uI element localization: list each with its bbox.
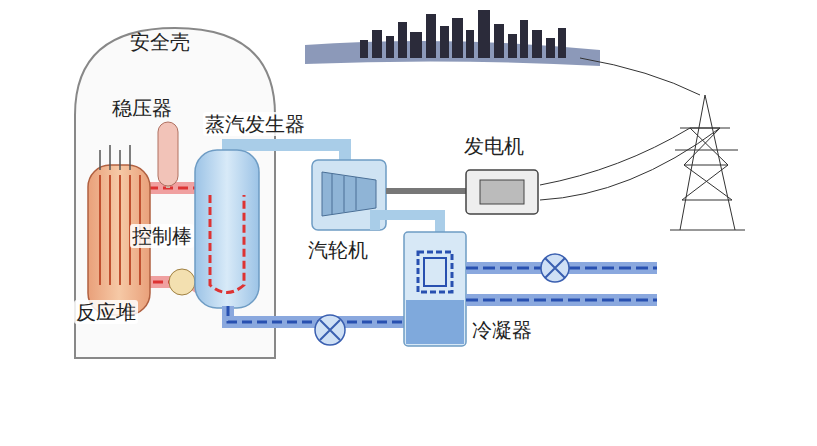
primary-pump	[169, 269, 195, 295]
part-label: 稳压器	[110, 96, 174, 120]
part-label: 汽轮机	[306, 238, 370, 262]
condenser	[404, 232, 466, 346]
part-label: 安全壳	[128, 30, 192, 54]
shaft	[386, 188, 466, 194]
containment-shell	[75, 28, 275, 358]
part-label: 冷凝器	[470, 318, 534, 342]
part-label: 反应堆	[74, 300, 138, 324]
pressurizer-vessel	[158, 122, 178, 186]
part-label: 控制棒	[130, 224, 194, 248]
part-label: 蒸汽发生器	[203, 112, 307, 136]
generator	[466, 170, 538, 214]
city-skyline	[305, 10, 600, 66]
feedwater-pipe	[228, 300, 412, 345]
exhaust-pipe	[375, 215, 440, 232]
power-line	[540, 58, 745, 230]
steam-generator-vessel	[195, 150, 259, 308]
cooling-water-pipe	[466, 254, 657, 300]
part-label: 发电机	[462, 134, 526, 158]
